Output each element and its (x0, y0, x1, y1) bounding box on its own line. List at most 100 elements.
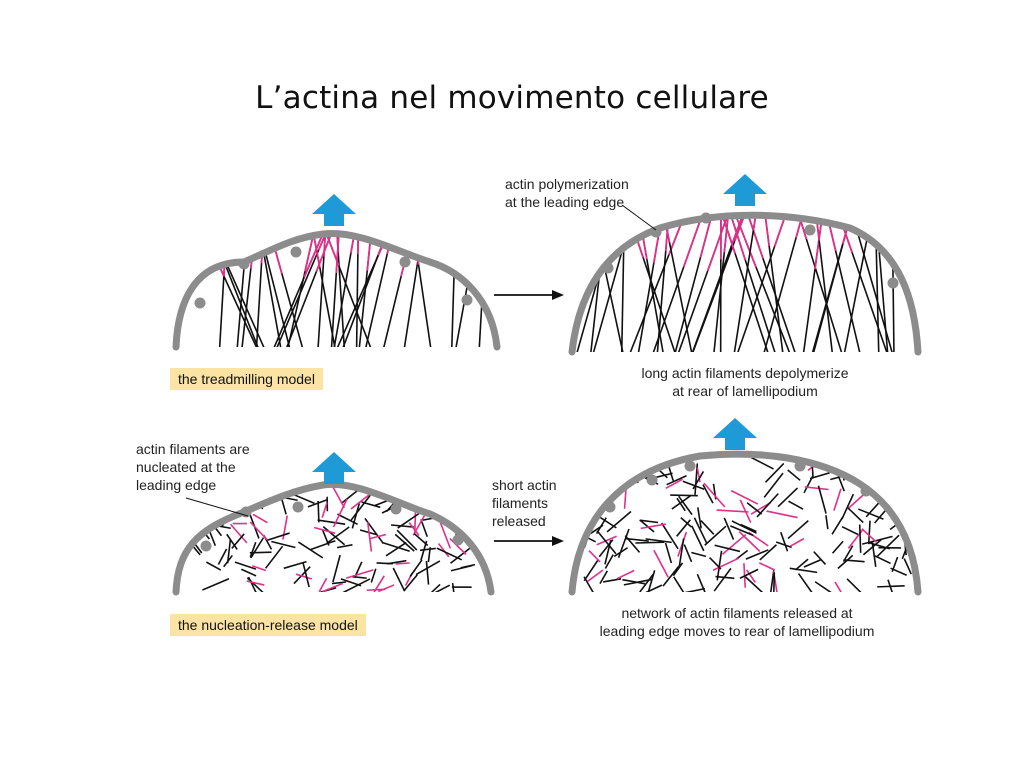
filament-plus-end (712, 557, 740, 571)
filament-plus-end (653, 549, 669, 578)
filament-plus-end (303, 234, 324, 278)
actin-filament (676, 497, 686, 512)
actin-filament (751, 456, 774, 470)
filament-plus-end (222, 234, 228, 277)
actin-filament (846, 578, 866, 592)
actin-filament (640, 519, 659, 524)
nucleation-sites (604, 460, 872, 513)
right-arrow-icon (494, 536, 564, 546)
actin-filament (645, 538, 672, 544)
actin-filament (842, 545, 854, 563)
actin-filament (697, 507, 702, 529)
actin-filament (226, 533, 238, 550)
filament-plus-end (877, 464, 884, 495)
filament-plus-end (213, 234, 224, 257)
nucleation-site (804, 224, 816, 236)
actin-filament (572, 473, 599, 490)
actin-filament (639, 573, 654, 592)
actin-filament (887, 454, 894, 471)
actin-filament (694, 463, 699, 495)
transition-release-label: short actin filaments released (492, 477, 557, 529)
actin-filament (862, 535, 893, 545)
actin-filament (809, 471, 830, 480)
actin-filament (646, 570, 656, 592)
filament-plus-end (483, 234, 487, 256)
actin-filament (264, 545, 284, 569)
actin-filament (831, 540, 844, 554)
actin-filament (479, 234, 497, 347)
actin-filament (772, 572, 776, 592)
actin-filament (789, 567, 818, 574)
filament-plus-end (186, 234, 193, 266)
actin-filament (692, 471, 705, 490)
filament-plus-end (596, 535, 617, 546)
filament-plus-end (453, 234, 457, 256)
filament-plus-end (752, 215, 758, 231)
actin-filament (868, 482, 896, 490)
actin-filament (664, 542, 673, 564)
actin-filament (787, 520, 809, 540)
actin-filament (332, 554, 341, 583)
nucleation-site (602, 262, 614, 274)
actin-filament (445, 491, 457, 508)
filament-plus-end (345, 569, 374, 579)
actin-filament (676, 519, 691, 537)
cell-membrane (172, 480, 495, 596)
filament-plus-end (479, 234, 497, 274)
actin-filament (841, 525, 859, 536)
actin-filament (425, 560, 430, 585)
actin-filament (385, 541, 407, 557)
actin-filament (332, 234, 355, 347)
cell-membrane (172, 230, 501, 351)
actin-filament (217, 548, 228, 565)
up-arrow-icon (312, 194, 356, 226)
nucleation-site (604, 501, 616, 513)
actin-filament (230, 497, 246, 507)
actin-filament (397, 511, 421, 529)
filament-plus-end (437, 543, 450, 558)
filament-plus-end (833, 488, 842, 511)
actin-filament (351, 503, 361, 529)
actin-filament (436, 547, 463, 561)
actin-filament (352, 575, 367, 579)
actin-filament (250, 537, 265, 559)
actin-filament (746, 502, 763, 515)
actin-filament (841, 493, 855, 520)
actin-filament (583, 559, 599, 582)
filament-plus-end (252, 513, 268, 524)
actin-filament (450, 546, 473, 564)
filament-plus-end (847, 528, 864, 549)
filament-plus-end (395, 562, 410, 565)
actin-filament (678, 495, 693, 516)
filament-plus-end (804, 486, 829, 491)
filament-plus-end (252, 565, 267, 572)
nucleation-site (238, 258, 250, 270)
actin-filament (617, 528, 630, 559)
filament-plus-end (730, 489, 759, 505)
nucleation-site (399, 256, 411, 268)
actin-filament (814, 581, 837, 592)
filament-plus-end (652, 215, 664, 264)
actin-filament (670, 494, 698, 497)
actin-filament (731, 520, 757, 534)
treadmilling-model-label: the treadmilling model (170, 368, 323, 390)
actin-filament (777, 487, 799, 508)
filament-plus-end (282, 515, 289, 540)
actin-filament (622, 578, 646, 585)
nucleation-site (650, 226, 662, 238)
actin-filament (625, 537, 649, 542)
actin-filament (831, 516, 844, 535)
actin-filament (672, 562, 684, 577)
actin-filament (604, 540, 612, 565)
actin-filament (639, 519, 655, 533)
actin-filament (420, 519, 429, 538)
actin-filament (317, 500, 320, 523)
actin-filament (179, 514, 202, 526)
actin-filament (451, 582, 456, 592)
filament-plus-end (622, 215, 626, 247)
filament-plus-end (230, 523, 248, 544)
filament-plus-end (665, 478, 683, 489)
actin-filament (236, 234, 248, 347)
actin-filament (450, 234, 457, 347)
actin-filament (730, 525, 754, 537)
